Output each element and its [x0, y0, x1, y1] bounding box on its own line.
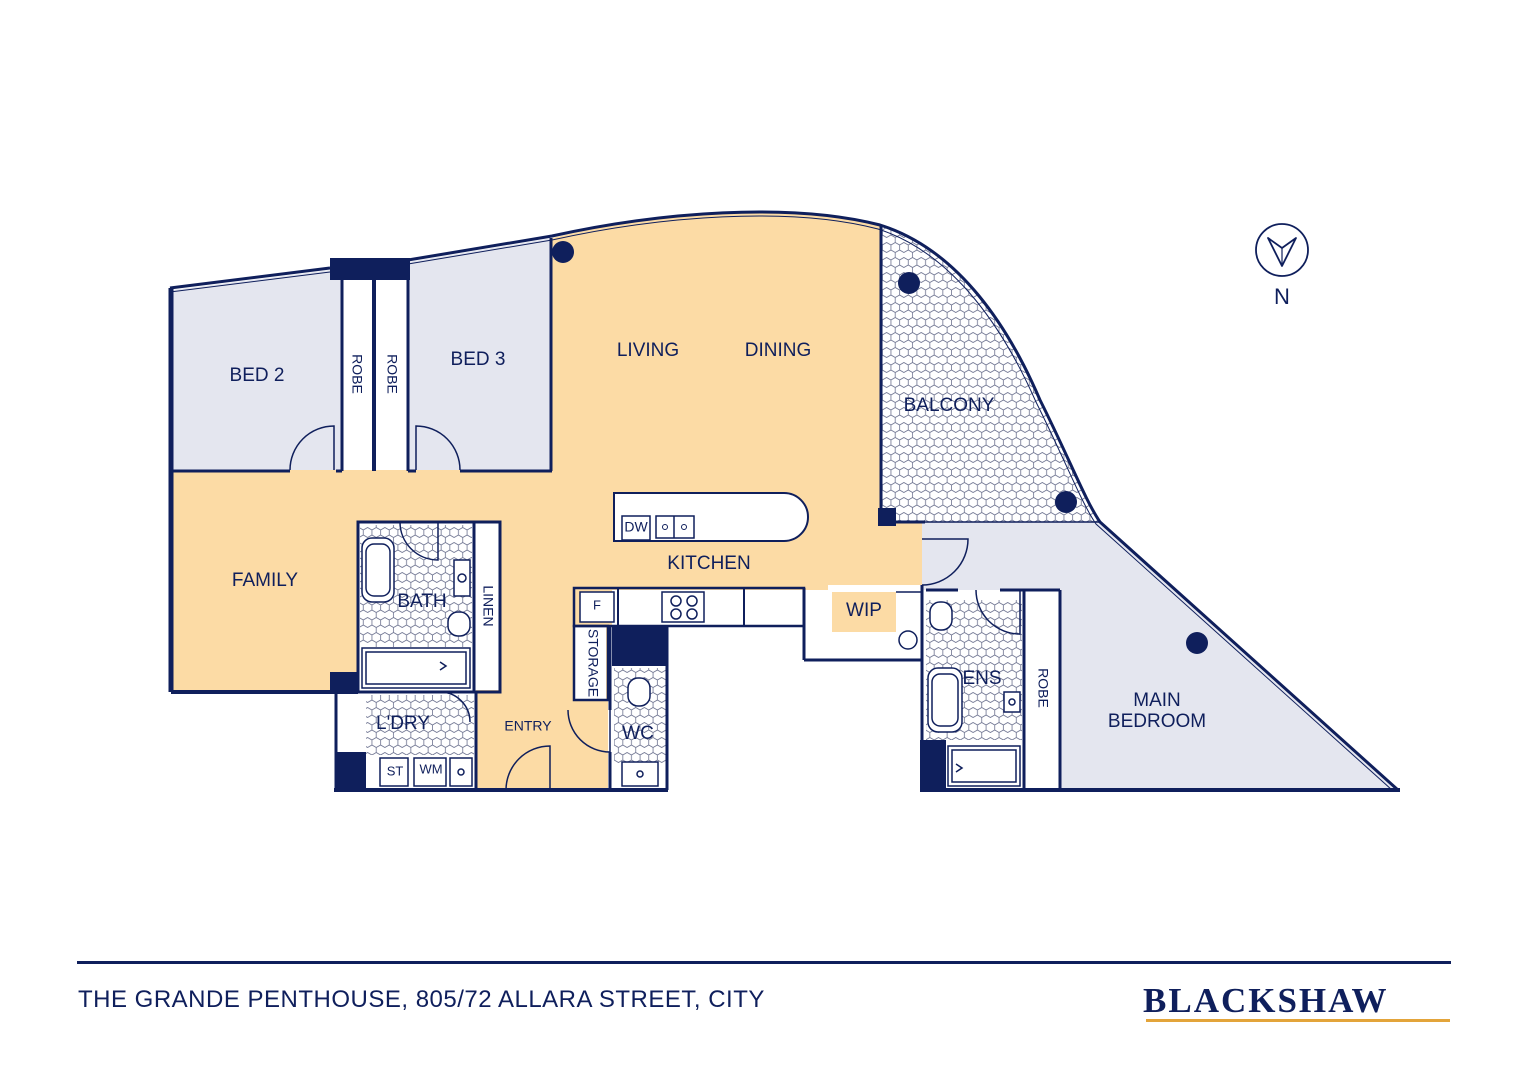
label-bed3: BED 3	[451, 349, 506, 370]
label-living: LIVING	[617, 340, 679, 361]
property-address: THE GRANDE PENTHOUSE, 805/72 ALLARA STRE…	[78, 986, 765, 1013]
bathroom-fixtures	[361, 537, 1021, 787]
column-icon	[552, 241, 574, 263]
label-bath: BATH	[397, 591, 446, 612]
label-wc: WC	[622, 723, 654, 744]
label-dishwasher: DW	[624, 519, 648, 535]
brand-logo: BLACKSHAW	[1143, 981, 1389, 1020]
label-robe-1: ROBE	[349, 354, 365, 394]
label-family: FAMILY	[232, 570, 298, 591]
robe-floor-2	[376, 282, 408, 470]
label-ens: ENS	[962, 668, 1001, 689]
bed3-floor	[408, 238, 552, 470]
label-dining: DINING	[745, 340, 812, 361]
robe-floor-1	[342, 282, 372, 470]
label-balcony: BALCONY	[904, 395, 995, 416]
label-st: ST	[387, 763, 404, 778]
brand-underline	[1146, 1019, 1450, 1022]
label-fridge: F	[593, 597, 601, 612]
label-bed2: BED 2	[230, 365, 285, 386]
columns	[552, 241, 1208, 654]
label-main-bedroom-2: BEDROOM	[1108, 711, 1206, 732]
label-laundry: L'DRY	[376, 713, 430, 734]
door-swings	[289, 425, 1021, 791]
living-zone-floor	[172, 212, 922, 790]
label-robe-2: ROBE	[384, 354, 400, 394]
label-entry: ENTRY	[504, 718, 552, 734]
footer-rule	[77, 961, 1451, 964]
label-robe-3: ROBE	[1035, 668, 1051, 708]
compass-label: N	[1274, 284, 1290, 309]
label-wip: WIP	[846, 600, 882, 621]
compass-icon	[1255, 223, 1309, 277]
label-kitchen: KITCHEN	[667, 553, 750, 574]
walls	[168, 210, 1400, 792]
kitchen-fixtures	[579, 591, 705, 623]
label-linen: LINEN	[480, 585, 496, 626]
column-icon	[898, 272, 920, 294]
column-icon	[1186, 632, 1208, 654]
compass: N	[1255, 223, 1309, 309]
label-main-bedroom-1: MAIN	[1133, 690, 1181, 711]
kitchen-island	[613, 492, 809, 542]
label-wm: WM	[419, 761, 442, 776]
wip-floor	[832, 592, 896, 632]
room-labels: BED 2 ROBE ROBE BED 3 LIVING DINING BALC…	[230, 340, 1207, 778]
column-icon	[1055, 491, 1077, 513]
bed2-floor	[172, 270, 342, 470]
label-storage: STORAGE	[585, 629, 601, 697]
storage-floor	[574, 625, 606, 700]
